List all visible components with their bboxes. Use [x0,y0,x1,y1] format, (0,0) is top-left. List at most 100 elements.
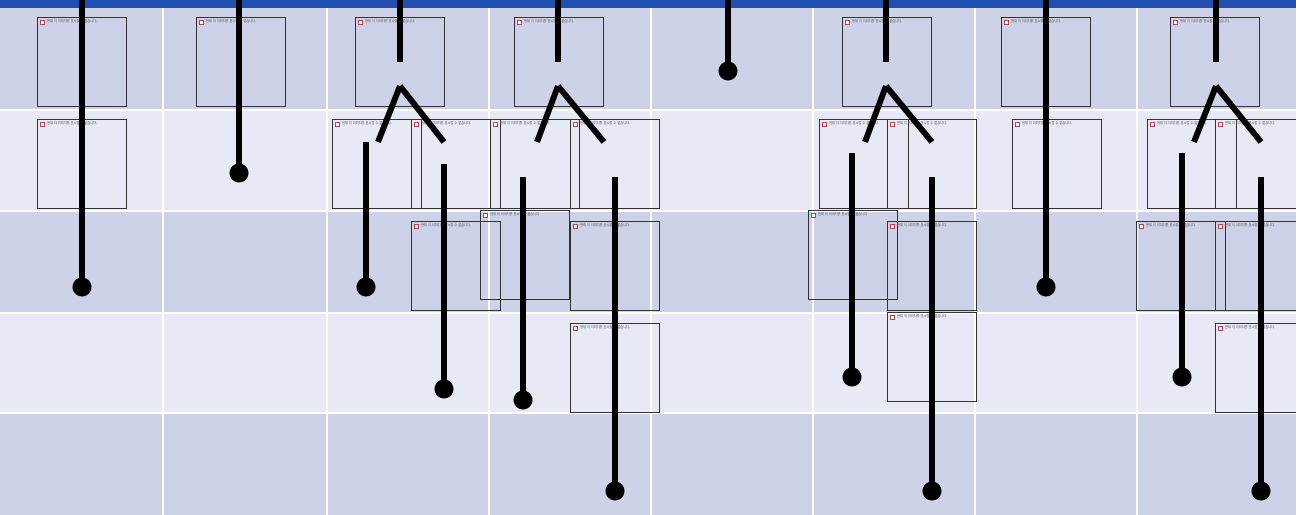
connector-line [1191,84,1219,144]
table-cell [652,8,812,109]
end-dot [718,61,738,81]
placeholder-text: 현재 이 이미지를 표시할 수 없습니다. [897,223,948,227]
placeholder-text: 현재 이 이미지를 표시할 수 없습니다. [47,19,98,23]
connector-line [397,84,447,144]
broken-image-icon [358,20,363,25]
broken-image-icon [40,122,45,127]
table-cell [0,314,162,412]
end-dot [1251,481,1271,501]
broken-image-icon [573,224,578,229]
broken-image-icon [517,20,522,25]
table-cell [652,414,812,515]
table-cell [652,212,812,312]
image-placeholder: 현재 이 이미지를 표시할 수 없습니다. [1215,119,1296,209]
broken-image-icon [845,20,850,25]
broken-image-icon [573,122,578,127]
placeholder-text: 현재 이 이미지를 표시할 수 없습니다. [500,121,551,125]
table-cell [164,314,326,412]
image-placeholder: 현재 이 이미지를 표시할 수 없습니다. [1215,221,1296,311]
end-dot [356,277,376,297]
table-cell [814,314,974,412]
placeholder-text: 현재 이 이미지를 표시할 수 없습니다. [206,19,257,23]
broken-image-icon [811,213,816,218]
placeholder-text: 현재 이 이미지를 표시할 수 없습니다. [524,19,575,23]
placeholder-text: 현재 이 이미지를 표시할 수 없습니다. [1180,19,1231,23]
placeholder-text: 현재 이 이미지를 표시할 수 없습니다. [852,19,903,23]
table-cell [164,8,326,109]
table-cell [976,314,1136,412]
image-placeholder: 현재 이 이미지를 표시할 수 없습니다. [1147,119,1237,209]
table-cell [1138,414,1296,515]
image-placeholder: 현재 이 이미지를 표시할 수 없습니다. [490,119,580,209]
table-cell [976,8,1136,109]
image-placeholder: 현재 이 이미지를 표시할 수 없습니다. [819,119,909,209]
end-dot [513,390,533,410]
table-cell [1138,212,1296,312]
table-cell [976,212,1136,312]
broken-image-icon [483,213,488,218]
connector-line [555,84,607,144]
table-cell [652,314,812,412]
placeholder-text: 현재 이 이미지를 표시할 수 없습니다. [1157,121,1208,125]
table-cell [164,414,326,515]
broken-image-icon [573,326,578,331]
table-cell [164,212,326,312]
table-cell [328,111,488,210]
broken-image-icon [822,122,827,127]
broken-image-icon [1015,122,1020,127]
placeholder-text: 현재 이 이미지를 표시할 수 없습니다. [580,325,631,329]
placeholder-text: 현재 이 이미지를 표시할 수 없습니다. [342,121,393,125]
placeholder-text: 현재 이 이미지를 표시할 수 없습니다. [1011,19,1062,23]
table-cell [328,212,488,312]
broken-image-icon [890,315,895,320]
broken-image-icon [414,224,419,229]
broken-image-icon [1218,326,1223,331]
table-cell [1138,314,1296,412]
end-dot [842,367,862,387]
end-dot [1172,367,1192,387]
table-cell [490,414,650,515]
image-placeholder: 현재 이 이미지를 표시할 수 없습니다. [1215,323,1296,413]
connector-line [534,84,561,144]
broken-image-icon [1218,224,1223,229]
end-dot [1036,277,1056,297]
placeholder-text: 현재 이 이미지를 표시할 수 없습니다. [490,212,541,216]
broken-image-icon [335,122,340,127]
broken-image-icon [1139,224,1144,229]
placeholder-text: 현재 이 이미지를 표시할 수 없습니다. [1225,223,1276,227]
connector-line [1213,84,1264,144]
placeholder-text: 현재 이 이미지를 표시할 수 없습니다. [897,121,948,125]
table-cell [1138,111,1296,210]
broken-image-icon [890,122,895,127]
end-dot [434,379,454,399]
placeholder-text: 현재 이 이미지를 표시할 수 없습니다. [580,223,631,227]
placeholder-text: 현재 이 이미지를 표시할 수 없습니다. [818,212,869,216]
placeholder-text: 현재 이 이미지를 표시할 수 없습니다. [829,121,880,125]
broken-image-icon [1150,122,1155,127]
table-cell [328,414,488,515]
table-cell [328,314,488,412]
broken-image-icon [1173,20,1178,25]
broken-image-icon [890,224,895,229]
connector-line [862,84,889,144]
placeholder-text: 현재 이 이미지를 표시할 수 없습니다. [1146,223,1197,227]
header-bar [0,0,1296,8]
placeholder-text: 현재 이 이미지를 표시할 수 없습니다. [1225,121,1276,125]
image-placeholder: 현재 이 이미지를 표시할 수 없습니다. [332,119,422,209]
image-placeholder: 현재 이 이미지를 표시할 수 없습니다. [411,119,501,209]
placeholder-text: 현재 이 이미지를 표시할 수 없습니다. [580,121,631,125]
end-dot [229,163,249,183]
table-cell [814,111,974,210]
placeholder-text: 현재 이 이미지를 표시할 수 없습니다. [47,121,98,125]
table-cell [0,414,162,515]
broken-image-icon [493,122,498,127]
broken-image-icon [1218,122,1223,127]
placeholder-text: 현재 이 이미지를 표시할 수 없습니다. [365,19,416,23]
table-cell [490,8,650,109]
table-cell [976,414,1136,515]
connector-line [883,84,935,144]
placeholder-text: 현재 이 이미지를 표시할 수 없습니다. [1225,325,1276,329]
table-cell [976,111,1136,210]
table-cell [814,414,974,515]
